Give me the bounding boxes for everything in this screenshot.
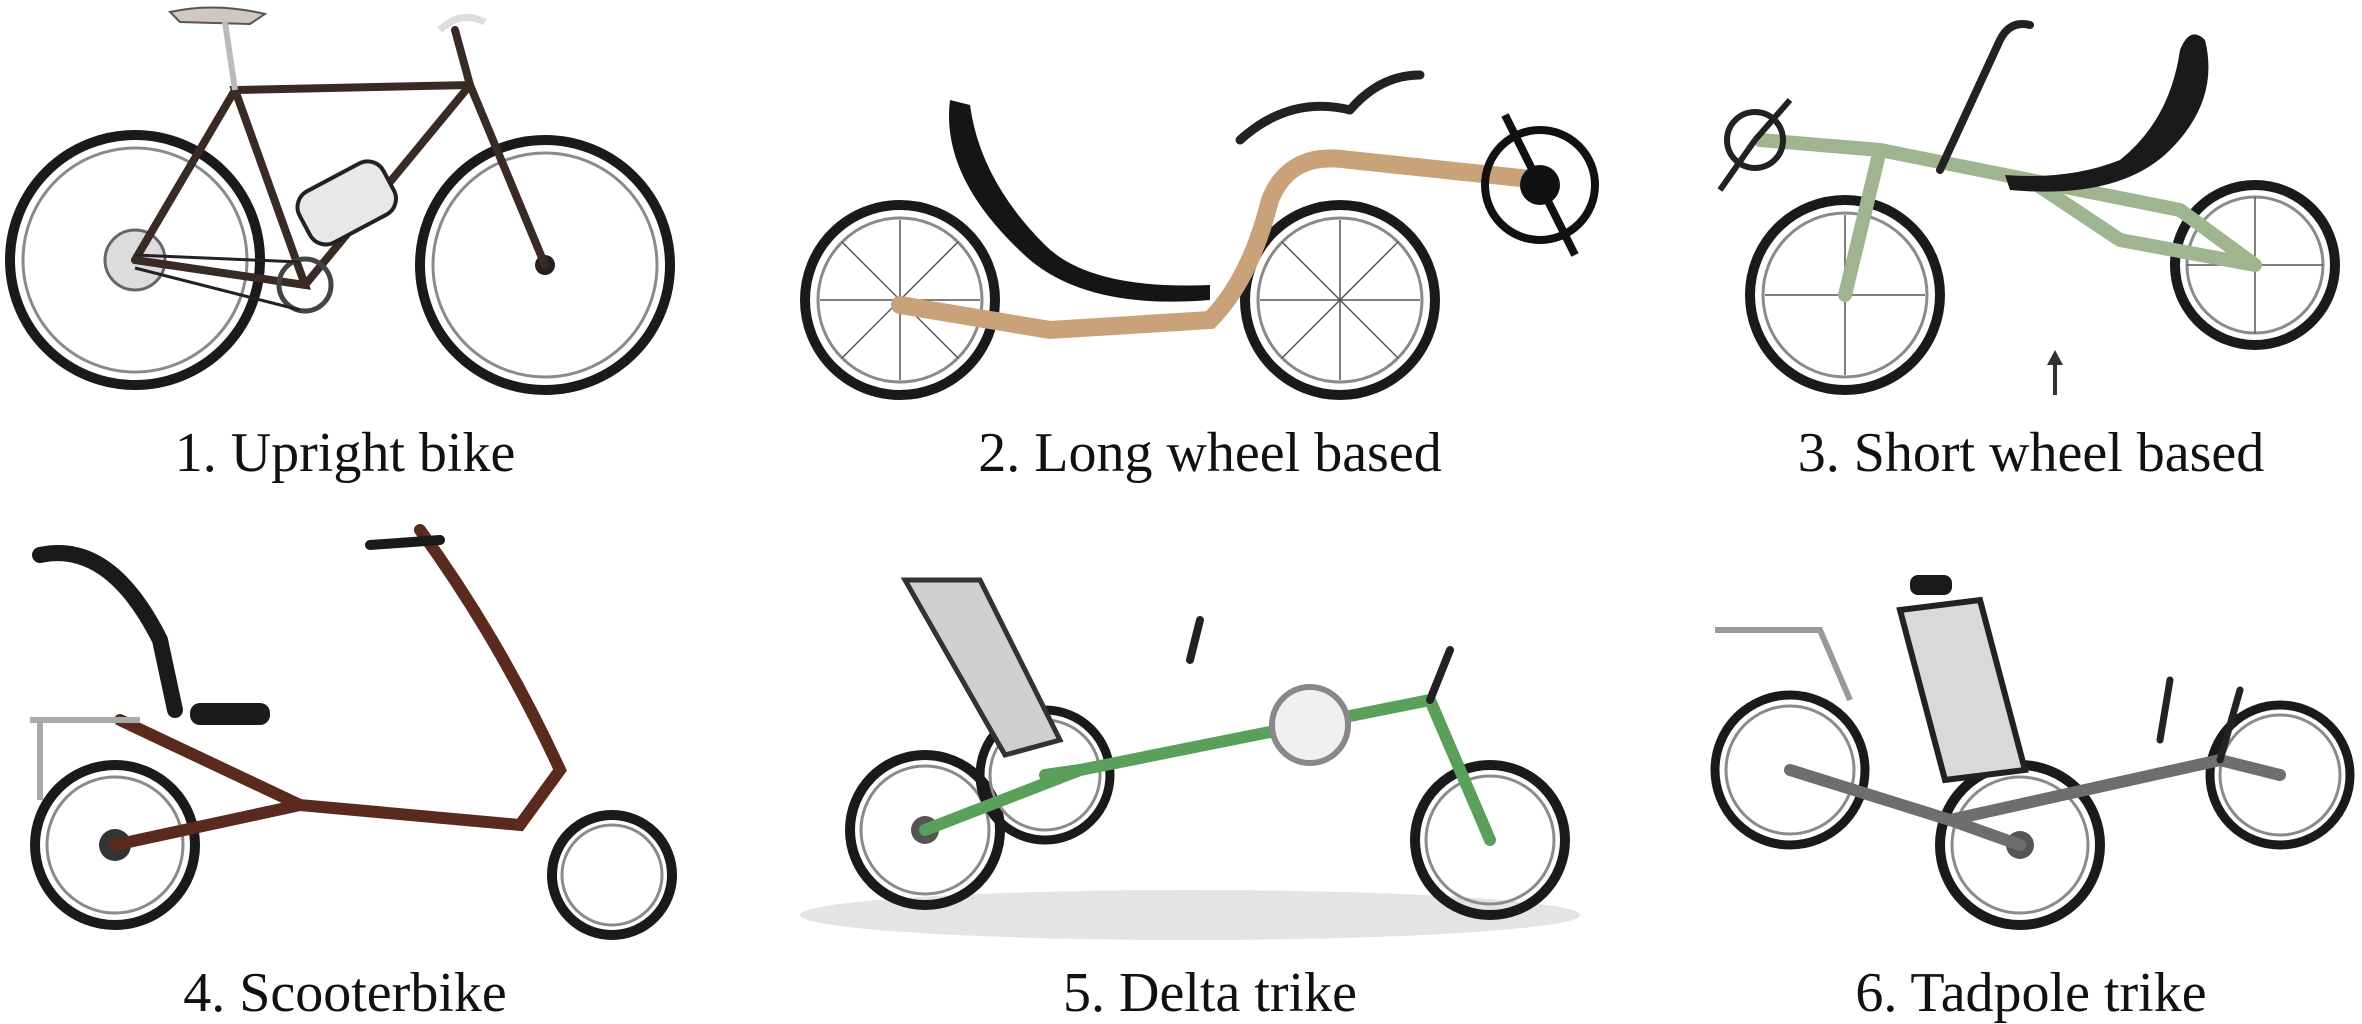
caption-tadpole-trike: 6. Tadpole trike [1855, 962, 2207, 1024]
seat-back [32, 545, 183, 718]
short-wheel-based-image [1717, 20, 2340, 395]
bike-frame [891, 149, 1549, 340]
caption-scooterbike: 4. Scooterbike [183, 962, 507, 1024]
mesh-seat [900, 577, 1064, 758]
tadpole-trike-image [1710, 575, 2355, 930]
front-wheel [547, 810, 677, 940]
chainring [1481, 113, 1599, 257]
bike-frame [1753, 133, 2262, 302]
front-wheel [1240, 200, 1440, 400]
delta-trike-image [800, 577, 1580, 940]
handlebar [1235, 70, 1425, 145]
saddle [190, 703, 270, 725]
bike-frame [1784, 753, 2286, 851]
panel-scooterbike: 4. Scooterbike [0, 520, 690, 1024]
panel-short-wheel-based: 3. Short wheel based [1700, 0, 2362, 500]
handlebar [2156, 676, 2244, 764]
recumbent-seat [2005, 34, 2209, 192]
front-wheel [1410, 760, 1570, 920]
panel-long-wheel-based: 2. Long wheel based [790, 0, 1630, 500]
panel-delta-trike: 5. Delta trike [790, 520, 1630, 1024]
bike-frame [919, 693, 1496, 846]
panel-tadpole-trike: 6. Tadpole trike [1700, 520, 2362, 1024]
bike-frame [109, 524, 567, 851]
panel-upright-bike: 1. Upright bike [0, 0, 690, 500]
handlebar [437, 14, 487, 33]
front-wheel-right [2205, 700, 2355, 850]
saddle [168, 6, 268, 26]
battery [295, 159, 398, 247]
caption-long-wheel-based: 2. Long wheel based [978, 422, 1442, 484]
caption-upright-bike: 1. Upright bike [174, 422, 516, 484]
handlebar [1186, 616, 1454, 704]
chainring [1269, 684, 1351, 766]
recumbent-seat [949, 100, 1210, 302]
ground-shadow [800, 890, 1580, 940]
mesh-seat [1896, 596, 2029, 784]
rear-wheel [1710, 690, 1870, 850]
headrest [1910, 575, 1952, 595]
upright-bike-image [5, 6, 675, 395]
handlebar [1936, 20, 2034, 174]
rear-rack [1715, 627, 1853, 702]
caption-delta-trike: 5. Delta trike [1063, 962, 1357, 1024]
crank [276, 256, 334, 314]
caption-short-wheel-based: 3. Short wheel based [1797, 422, 2265, 484]
handlebar [365, 535, 445, 550]
scooterbike-image [30, 524, 677, 940]
long-wheel-based-image [800, 70, 1599, 400]
rear-rack [30, 717, 140, 800]
chainring [1717, 98, 1793, 192]
